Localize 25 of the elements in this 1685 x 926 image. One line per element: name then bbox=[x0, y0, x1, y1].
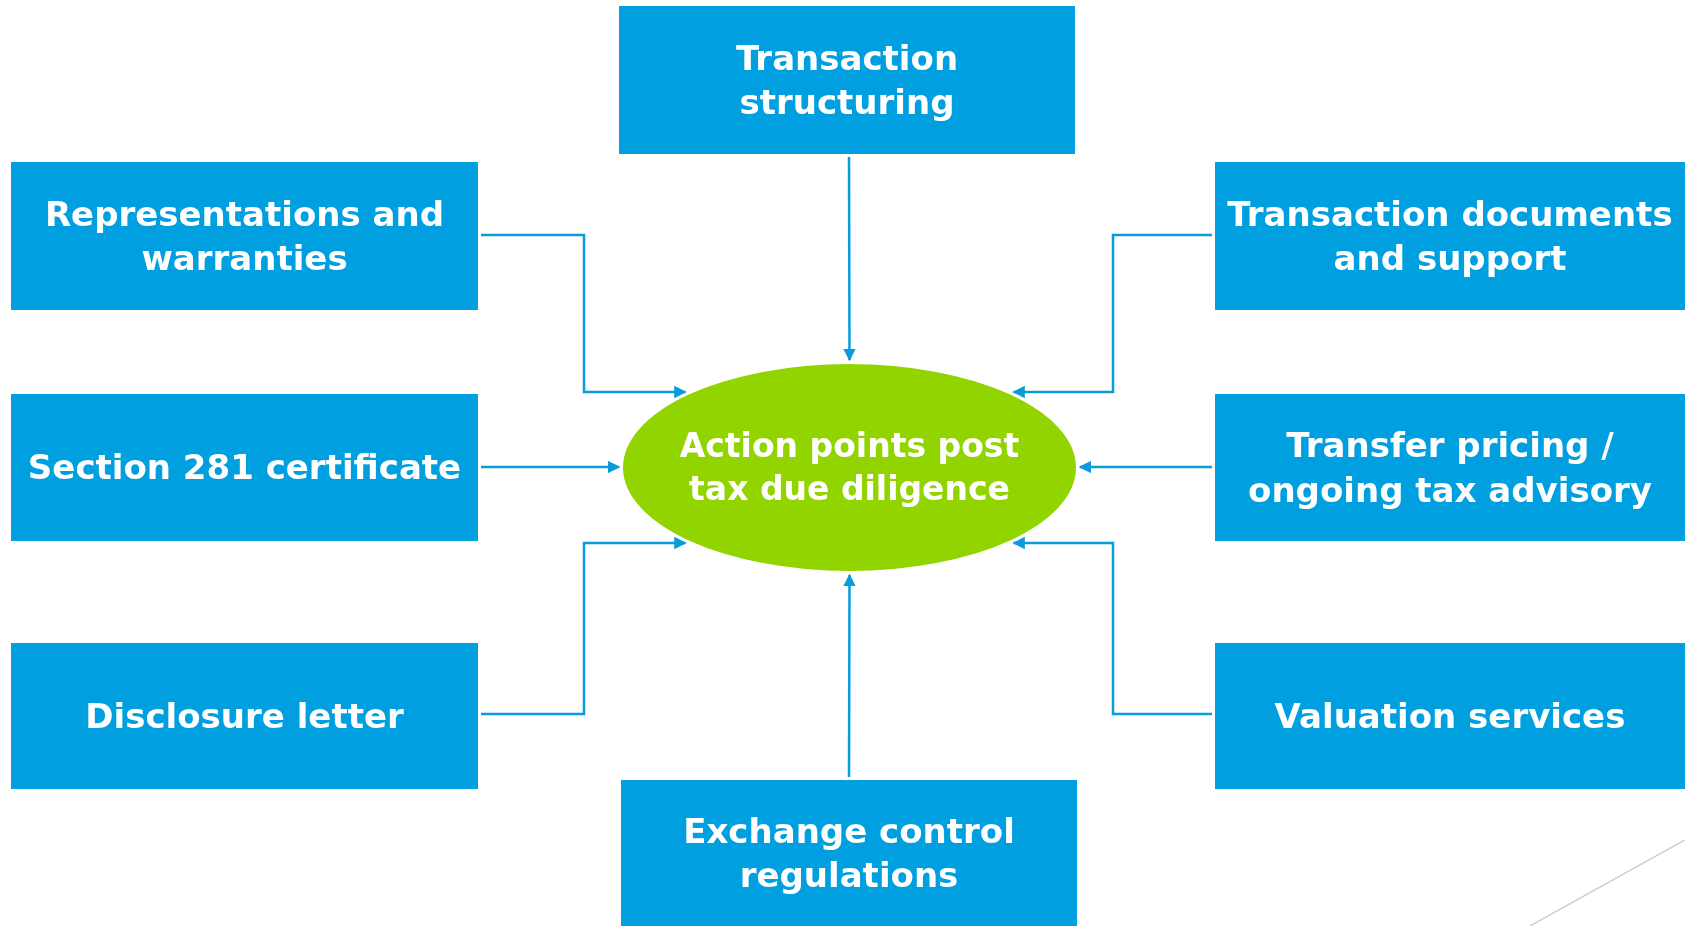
node-label: Transaction structuring bbox=[734, 36, 960, 124]
node-label: Transfer pricing / ongoing tax advisory bbox=[1247, 424, 1653, 512]
topic-box bbox=[619, 6, 1075, 154]
topic-box bbox=[11, 394, 478, 541]
arrow bbox=[481, 460, 621, 474]
arrow bbox=[843, 157, 856, 362]
node-label: Transaction documents and support bbox=[1226, 192, 1674, 280]
arrow bbox=[1012, 536, 1212, 716]
arrow bbox=[481, 536, 687, 716]
arrow bbox=[1078, 460, 1212, 474]
node-label: Action points post tax due diligence bbox=[678, 424, 1021, 510]
topic-box bbox=[1215, 643, 1685, 789]
node-label: Section 281 certificate bbox=[27, 446, 462, 490]
topic-box bbox=[1215, 394, 1685, 541]
node-label: Representations and warranties bbox=[43, 192, 446, 280]
topic-box bbox=[621, 780, 1077, 926]
topic-box bbox=[11, 643, 478, 789]
arrow bbox=[1012, 233, 1212, 399]
node-label: Valuation services bbox=[1274, 694, 1626, 738]
topic-box bbox=[1215, 162, 1685, 310]
node-label: Exchange control regulations bbox=[682, 809, 1016, 897]
arrow bbox=[481, 233, 687, 399]
node-label: Disclosure letter bbox=[85, 694, 404, 738]
topic-box bbox=[11, 162, 478, 310]
arrow bbox=[843, 573, 856, 777]
